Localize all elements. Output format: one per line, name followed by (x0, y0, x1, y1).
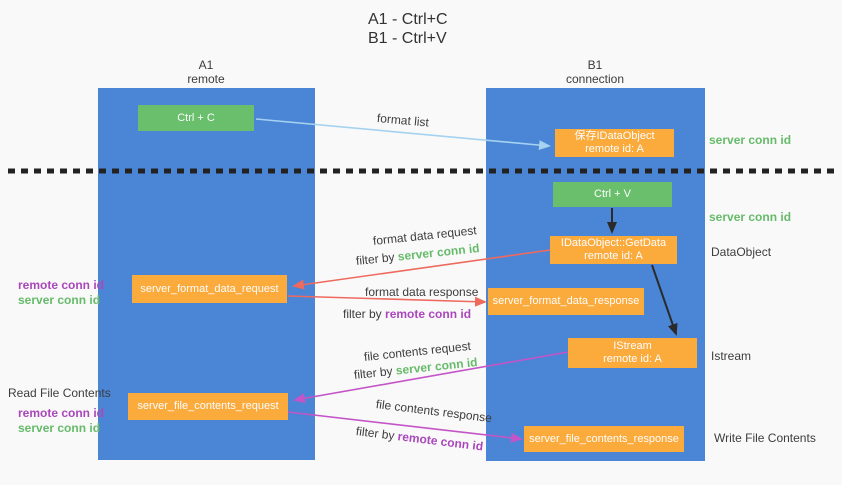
node-getdata-line2: remote id: A (584, 250, 643, 262)
server-conn-id-label: server conn id (18, 421, 101, 435)
node-ctrl-c-label: Ctrl + C (177, 111, 215, 124)
node-idataobject-getdata: IDataObject::GetData remote id: A (550, 236, 677, 264)
node-istream-line1: IStream (613, 340, 652, 352)
node-server-file-contents-request: server_file_contents_request (128, 393, 288, 420)
conn-id-pair-file-request: remote conn id server conn id (18, 406, 104, 436)
label-filter-by-remote-conn-id-1: filter by remote conn id (343, 307, 471, 321)
column-b1-subtitle: connection (565, 72, 625, 86)
node-file-response-label: server_file_contents_response (529, 432, 679, 445)
column-a1-title: A1 (198, 58, 214, 72)
label-filter-by-remote-conn-id-2: filter by remote conn id (355, 424, 484, 454)
conn-id-pair-format-request: remote conn id server conn id (18, 278, 104, 308)
column-header-a1: A1 remote (96, 58, 316, 86)
label-server-conn-id-mid: server conn id (709, 210, 792, 224)
node-server-format-data-response: server_format_data_response (488, 288, 644, 315)
node-save-idataobject: 保存IDataObject remote id: A (555, 129, 674, 157)
node-ctrl-v-label: Ctrl + V (594, 188, 631, 200)
node-format-response-label: server_format_data_response (492, 295, 640, 307)
label-read-file-contents: Read File Contents (8, 386, 111, 400)
title-line-1: A1 - Ctrl+C (368, 11, 448, 28)
node-istream-line2: remote id: A (603, 353, 662, 365)
node-file-request-label: server_file_contents_request (137, 400, 279, 412)
node-istream: IStream remote id: A (568, 338, 697, 368)
node-getdata-line1: IDataObject::GetData (560, 237, 667, 249)
label-format-list: format list (376, 111, 430, 130)
label-istream: Istream (711, 349, 752, 363)
remote-conn-id-text: remote conn id (396, 429, 484, 454)
node-ctrl-v: Ctrl + V (553, 182, 672, 207)
column-b1-title: B1 (587, 58, 603, 72)
filter-by-text: filter by (355, 424, 396, 443)
server-conn-id-label: server conn id (18, 293, 101, 307)
node-save-idataobject-line1: 保存IDataObject (574, 130, 655, 142)
title-line-2: B1 - Ctrl+V (368, 30, 447, 47)
node-server-format-data-request: server_format_data_request (132, 275, 287, 303)
remote-conn-id-label: remote conn id (18, 406, 105, 420)
remote-conn-id-text: remote conn id (385, 307, 472, 321)
diagram-title: A1 - Ctrl+C B1 - Ctrl+V (368, 10, 488, 48)
filter-by-text: filter by (353, 363, 394, 382)
label-server-conn-id-top: server conn id (709, 133, 792, 147)
column-header-b1: B1 connection (485, 58, 705, 86)
label-dataobject: DataObject (711, 245, 772, 259)
node-format-request-label: server_format_data_request (140, 282, 279, 295)
server-conn-id-text: server conn id (397, 241, 481, 264)
node-ctrl-c: Ctrl + C (138, 105, 254, 131)
label-write-file-contents: Write File Contents (714, 431, 816, 445)
filter-by-text: filter by (343, 307, 382, 321)
node-server-file-contents-response: server_file_contents_response (524, 426, 684, 452)
filter-by-text: filter by (355, 249, 396, 268)
label-format-data-response: format data response (365, 285, 479, 299)
label-file-contents-response: file contents response (375, 397, 493, 426)
column-a1-subtitle: remote (187, 72, 225, 86)
remote-conn-id-label: remote conn id (18, 278, 105, 292)
node-save-idataobject-line2: remote id: A (585, 143, 644, 155)
